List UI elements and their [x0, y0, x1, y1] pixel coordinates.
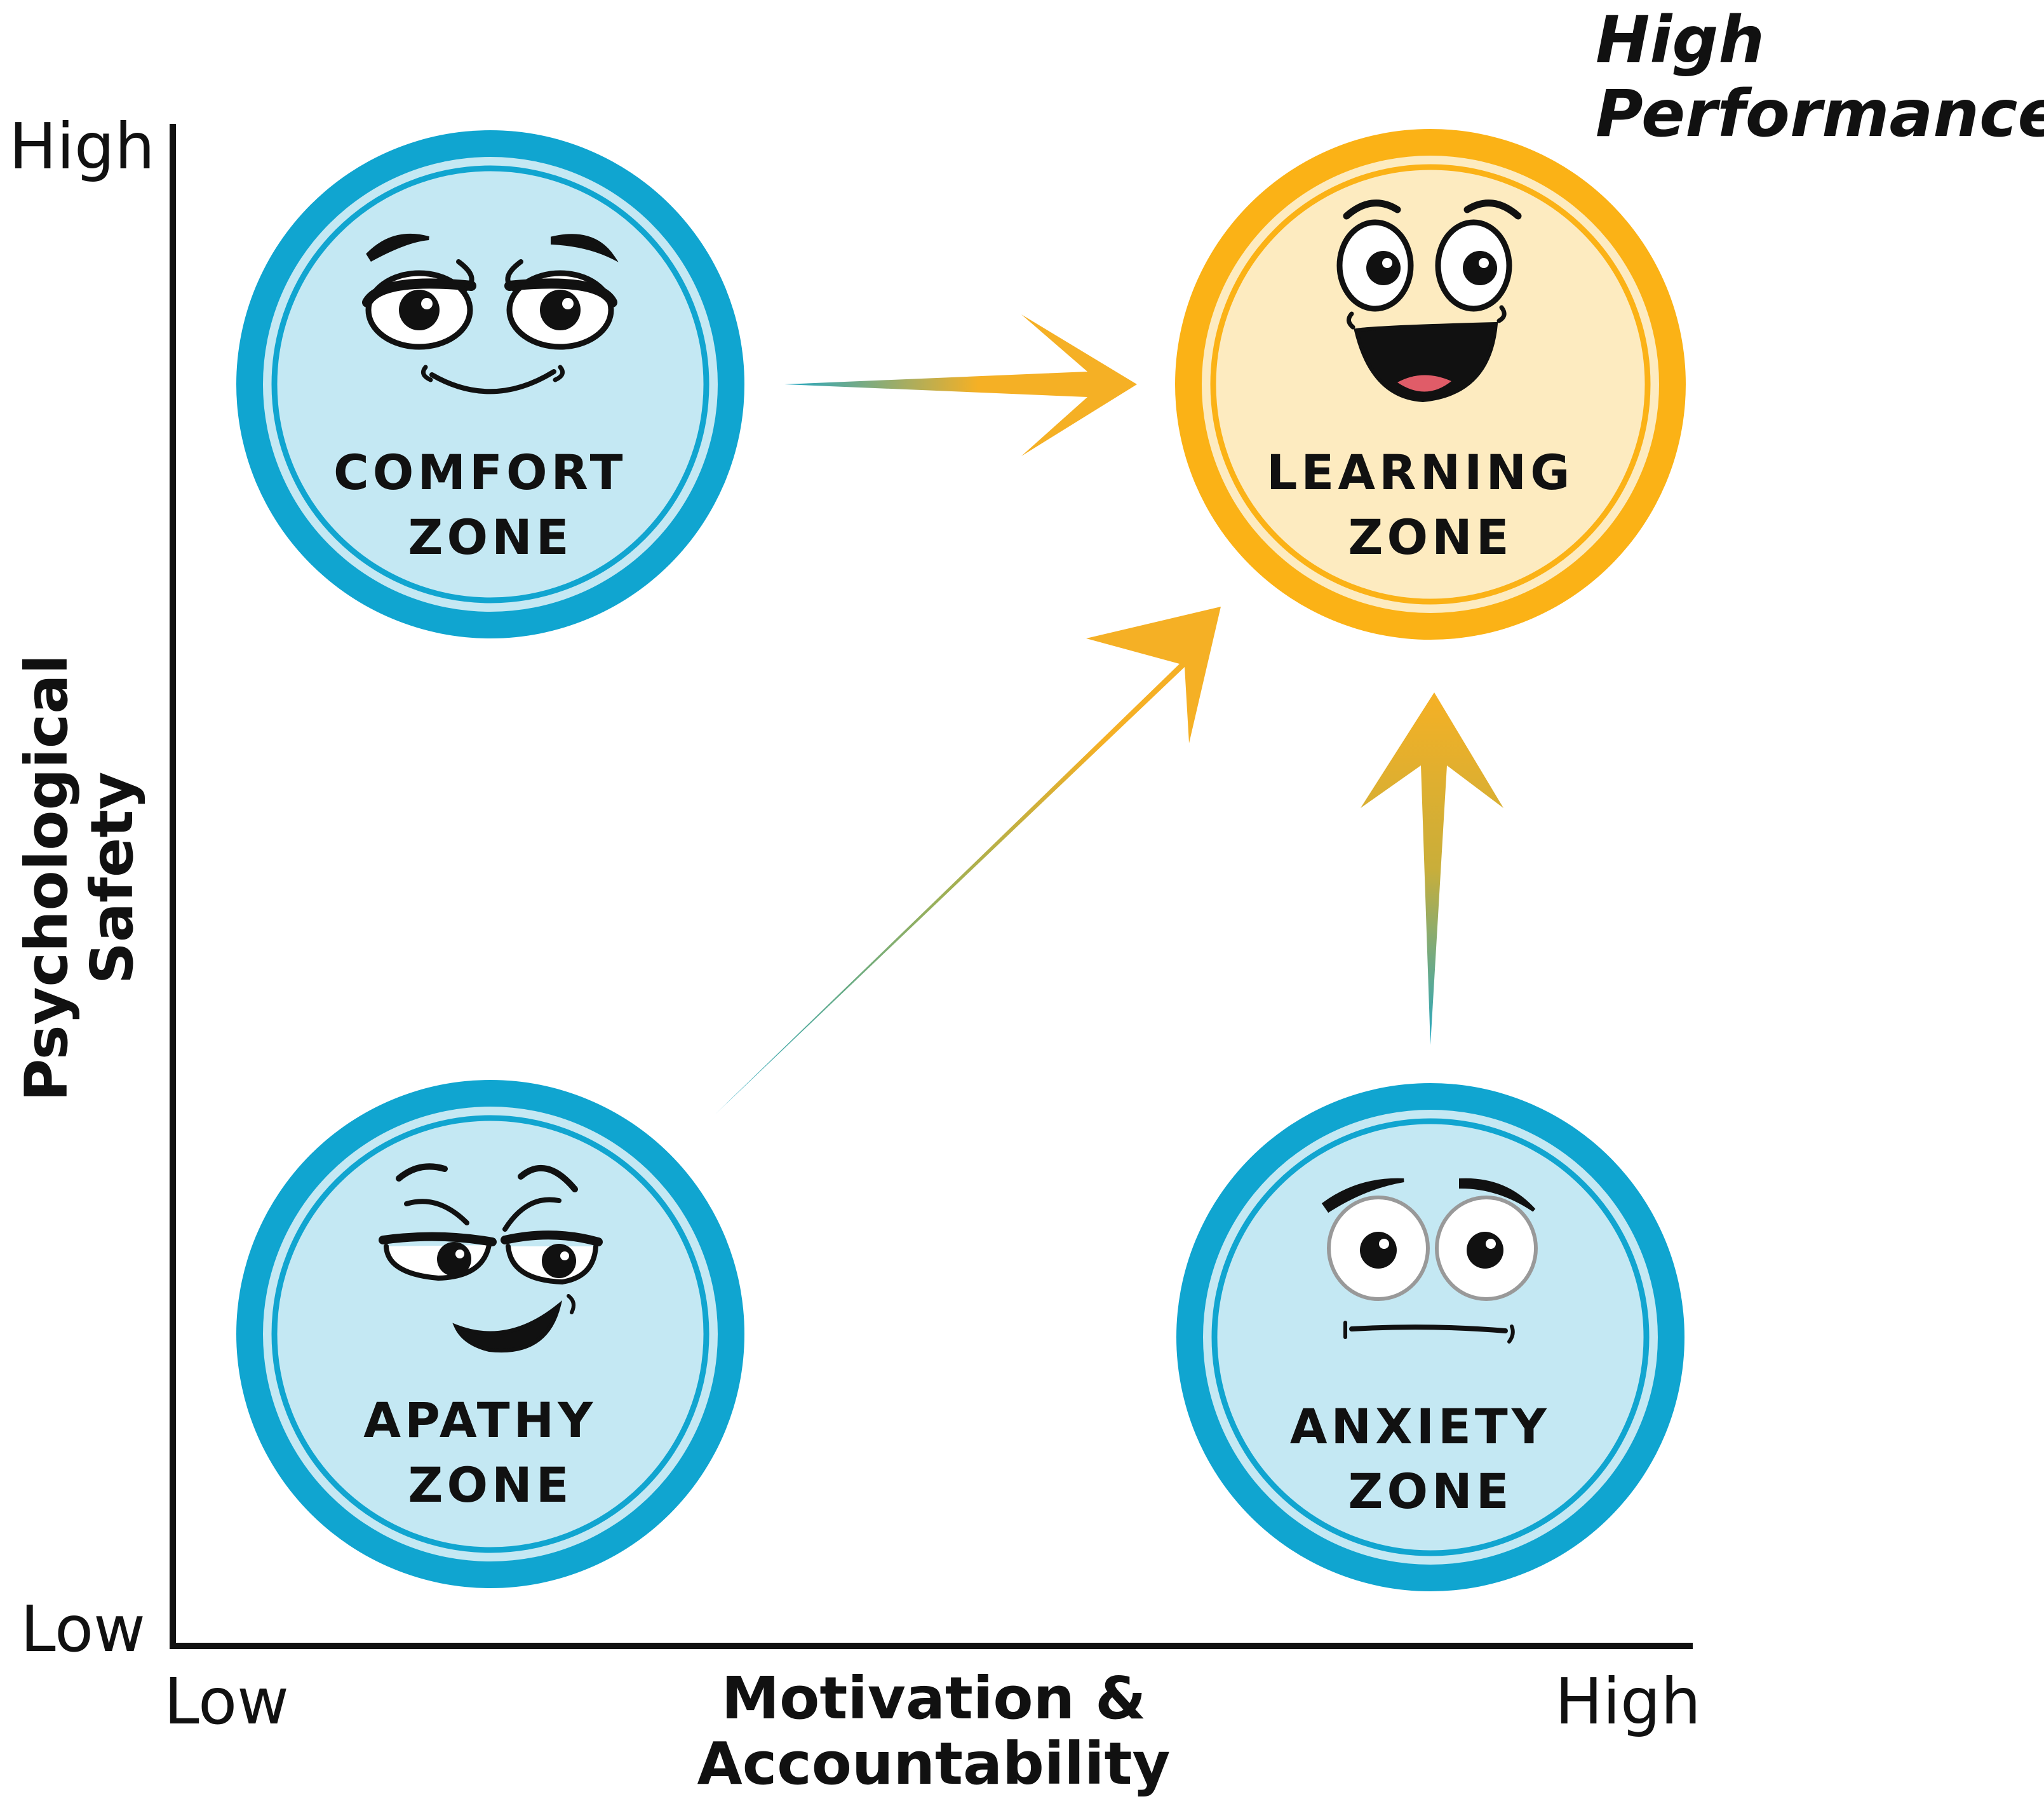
x-axis-title: Motivation & Accountability [648, 1666, 1220, 1796]
comfort-zone-circle [236, 130, 744, 638]
anxiety-zone-label-line-1: ANXIETY [1290, 1398, 1550, 1455]
y-axis-low-label: Low [20, 1592, 145, 1666]
y-axis-high-label: High [9, 109, 155, 184]
arrow-apathy-to-learning [715, 607, 1221, 1115]
content-smirk-face-icon [362, 233, 619, 394]
bored-sly-face-icon [379, 1163, 603, 1353]
arrow-comfort-to-learning [784, 314, 1137, 456]
anxiety-zone-label: ANXIETY ZONE [1290, 1398, 1571, 1520]
comfort-zone-label: COMFORT ZONE [333, 444, 647, 565]
comfort-zone-label-line-2: ZONE [408, 509, 572, 565]
apathy-zone-label-line-1: APATHY [363, 1392, 596, 1448]
comfort-zone-label-line-1: COMFORT [333, 444, 626, 501]
apathy-zone-label-line-2: ZONE [408, 1457, 572, 1513]
high-performance-title: High Performance [1596, 3, 2044, 152]
worried-face-icon [1321, 1178, 1538, 1344]
arrow-anxiety-to-learning [1361, 692, 1503, 1045]
apathy-zone-label: APATHY ZONE [363, 1392, 617, 1513]
learning-zone-label: LEARNING ZONE [1267, 444, 1594, 565]
x-axis-title-line-2: Accountability [697, 1730, 1171, 1798]
learning-zone-label-line-2: ZONE [1348, 509, 1512, 565]
x-axis-high-label: High [1555, 1664, 1701, 1739]
title-line-2: Performance [1596, 76, 2044, 152]
anxiety-zone-circle [1176, 1083, 1684, 1591]
title-line-1: High [1596, 3, 1765, 78]
learning-zone-label-line-1: LEARNING [1267, 444, 1574, 501]
excited-happy-face-icon [1336, 199, 1522, 403]
x-axis-low-label: Low [164, 1664, 289, 1739]
anxiety-zone-label-line-2: ZONE [1348, 1463, 1512, 1520]
x-axis-title-line-1: Motivation & [721, 1664, 1146, 1732]
